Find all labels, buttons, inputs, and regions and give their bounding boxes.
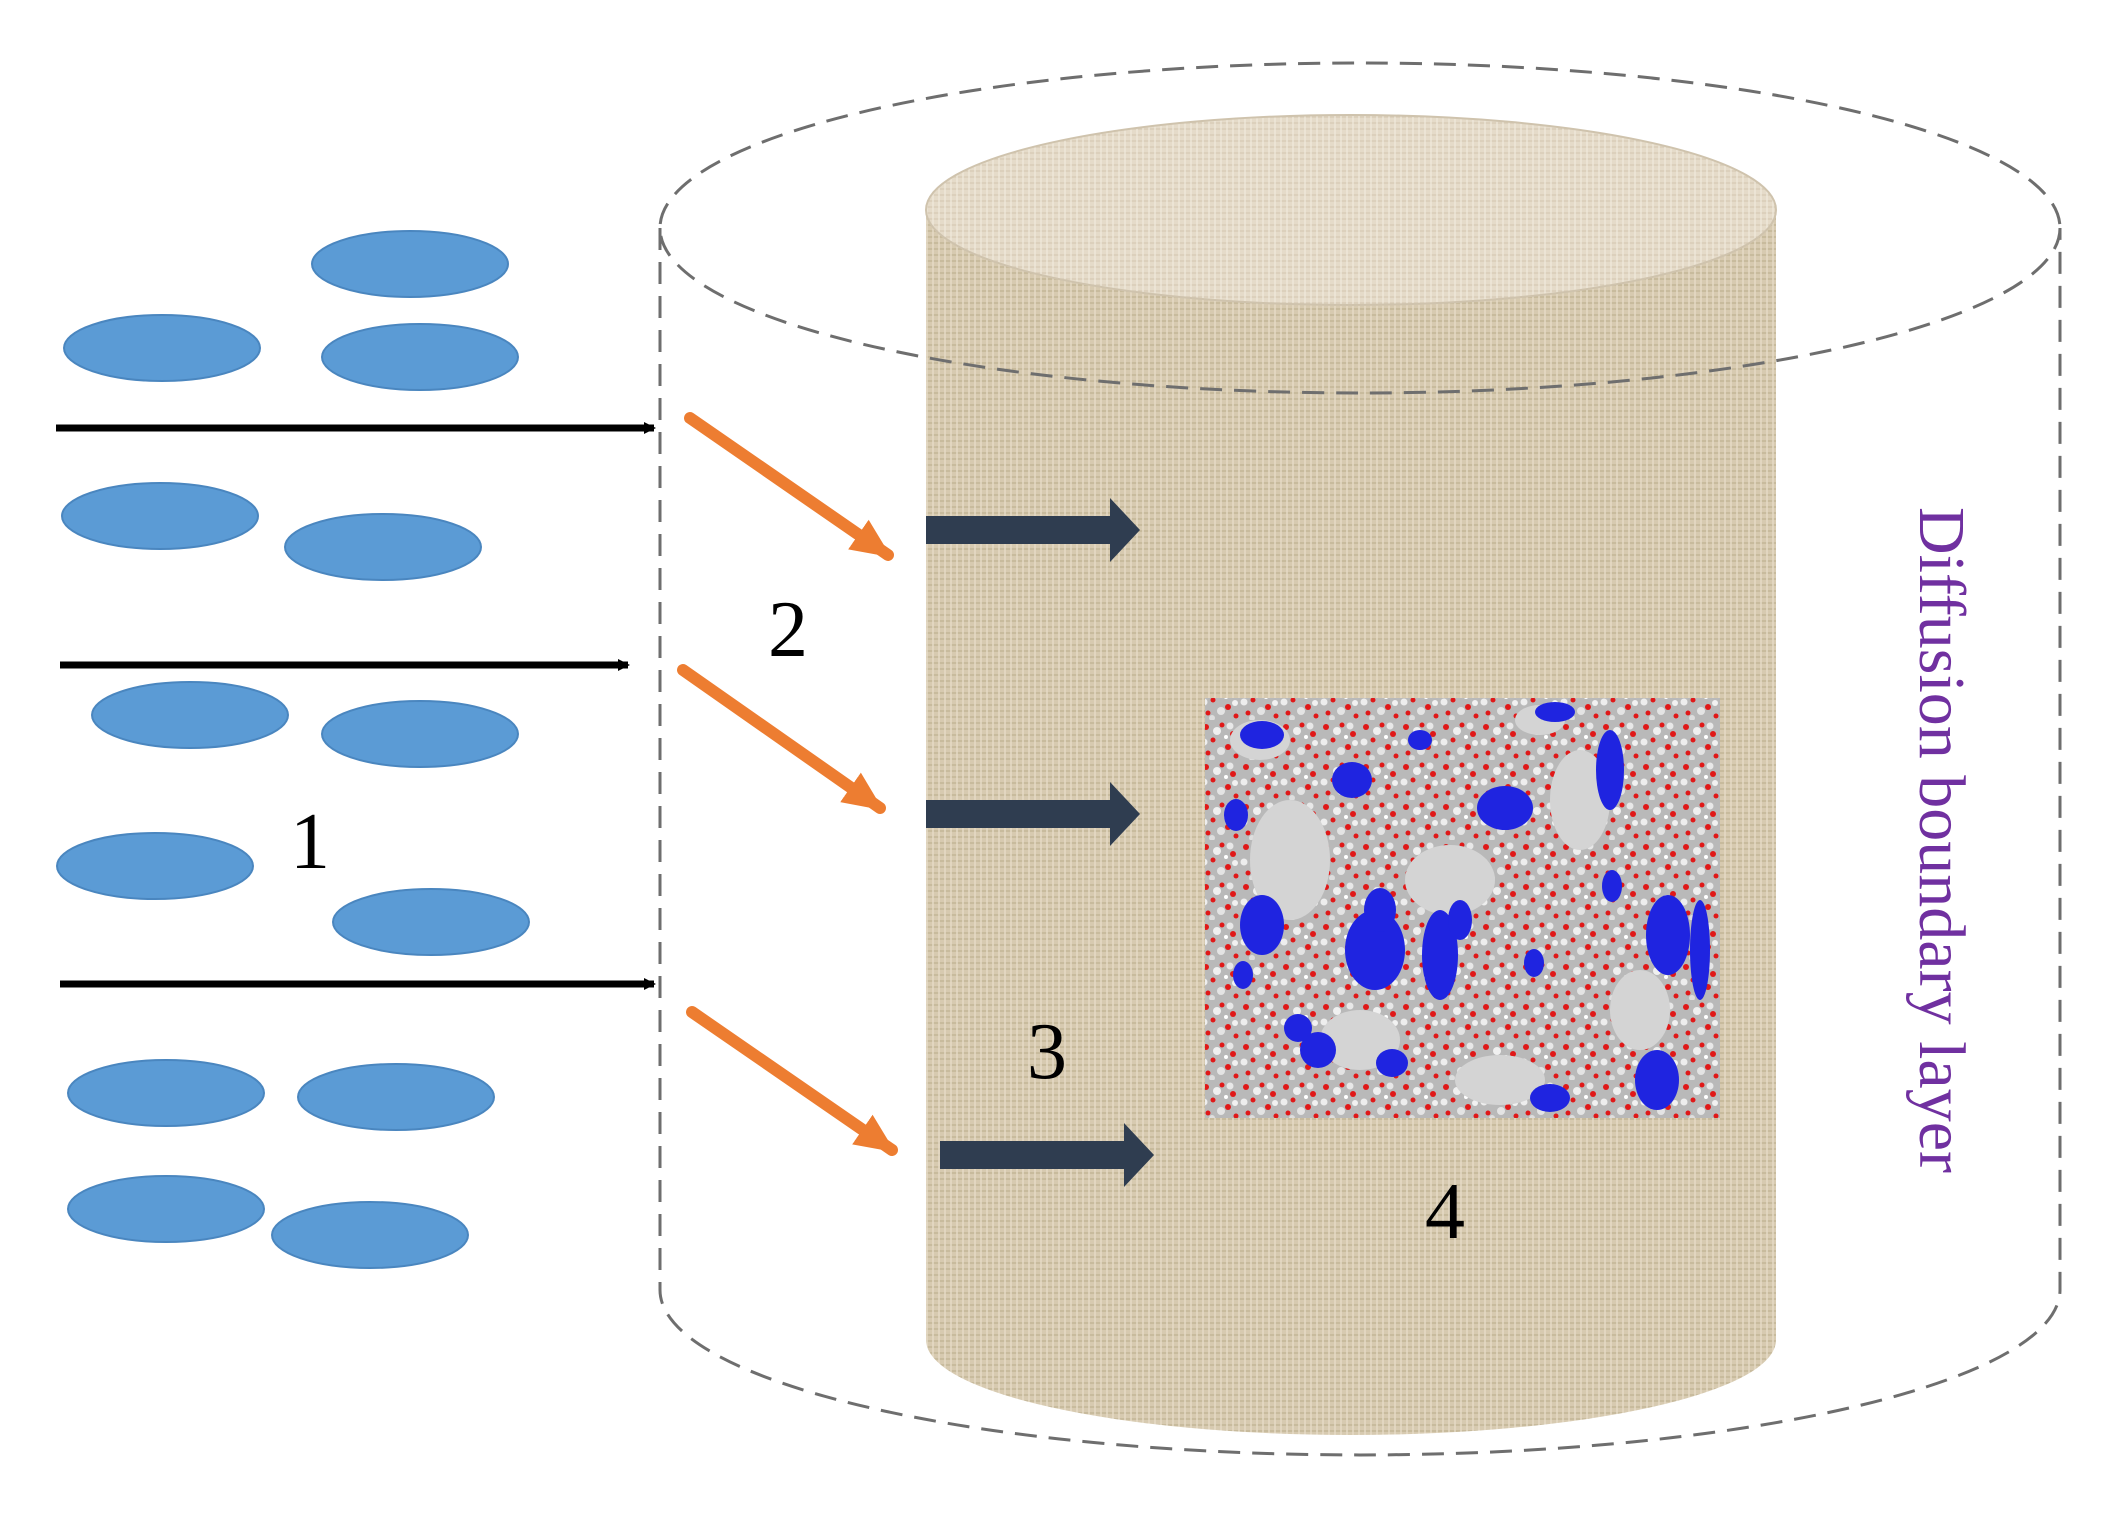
ellipse-molecule-icon (271, 1201, 469, 1269)
ellipse-molecule-icon (311, 230, 509, 298)
label-particle-surface: 3 (1027, 1008, 1067, 1096)
film-diffusion-arrow (686, 1006, 898, 1156)
boundary-layer-top (658, 61, 2062, 395)
film-diffusion-arrow (677, 664, 886, 814)
intraparticle-diffusion-arrow (940, 1123, 1154, 1187)
ellipse-molecule-icon (56, 832, 254, 900)
pore-gray-regions (1230, 705, 1670, 1105)
boundary-layer-title: Diffusion boundary layer (1905, 507, 1978, 1173)
ellipse-molecule-icon (321, 700, 519, 768)
adsorbate-molecules (56, 230, 530, 1269)
bulk-flow-arrows (56, 422, 656, 990)
ellipse-molecule-icon (67, 1059, 265, 1127)
intraparticle-diffusion-arrow (926, 782, 1140, 846)
label-bulk-solution: 1 (290, 798, 330, 886)
label-particle-interior: 4 (1425, 1168, 1465, 1256)
intraparticle-diffusion-arrow (926, 498, 1140, 562)
ellipse-molecule-icon (63, 314, 261, 382)
ellipse-molecule-icon (321, 323, 519, 391)
intraparticle-diffusion-arrows (926, 498, 1154, 1187)
ellipse-molecule-icon (91, 681, 289, 749)
boundary-layer-outline (658, 228, 2062, 1457)
pore-structure-inset (1205, 698, 1720, 1118)
label-boundary-layer: 2 (768, 586, 808, 674)
film-diffusion-arrow (684, 412, 894, 561)
ellipse-molecule-icon (332, 888, 530, 956)
boundary-layer-cylinder (658, 228, 2062, 1457)
ellipse-molecule-icon (297, 1063, 495, 1131)
ellipse-molecule-icon (67, 1175, 265, 1243)
ellipse-molecule-icon (61, 482, 259, 550)
ellipse-molecule-icon (284, 513, 482, 581)
pore-blue-regions (1224, 702, 1710, 1112)
boundary-layer-top-ellipse (658, 61, 2062, 395)
particle-top (925, 114, 1777, 306)
film-diffusion-arrows (677, 412, 898, 1156)
